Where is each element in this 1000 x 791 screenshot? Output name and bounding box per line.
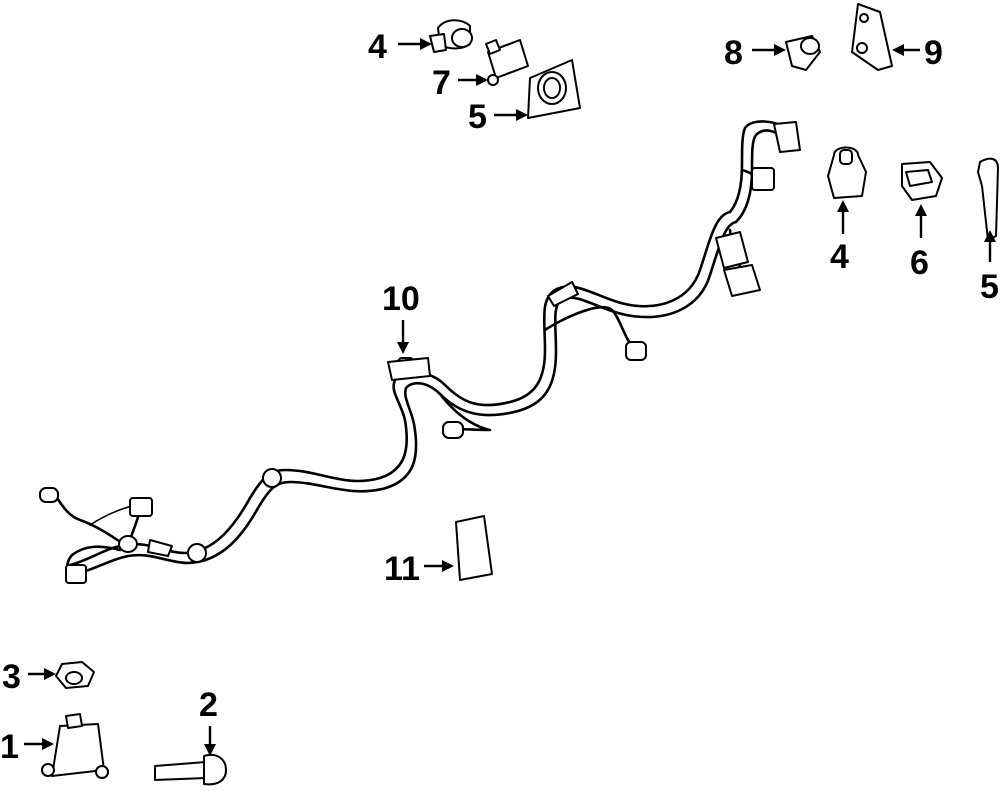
callout-3: 3 xyxy=(2,658,21,696)
sensor-bracket xyxy=(485,39,529,86)
label-11 xyxy=(455,515,493,581)
callout-5-top: 5 xyxy=(468,98,487,136)
wiring-harness xyxy=(39,120,801,584)
parking-sensor-top xyxy=(429,19,473,53)
bracket-9 xyxy=(851,3,893,71)
sensor-retainer-top xyxy=(527,59,581,119)
callout-5-right: 5 xyxy=(980,268,999,306)
parking-sensor-8 xyxy=(785,35,821,71)
callout-1: 1 xyxy=(0,728,19,766)
bolt-2 xyxy=(154,754,227,786)
nut-3 xyxy=(55,661,95,689)
sensor-housing-6 xyxy=(901,161,943,201)
callout-11: 11 xyxy=(384,550,420,588)
callout-9: 9 xyxy=(924,34,943,72)
callout-4-top: 4 xyxy=(368,28,387,66)
control-module-1 xyxy=(41,713,109,779)
callout-arrows xyxy=(24,38,996,756)
callout-4-right: 4 xyxy=(830,238,849,276)
callout-2: 2 xyxy=(199,686,218,724)
callout-8: 8 xyxy=(724,34,743,72)
callout-7: 7 xyxy=(432,64,451,102)
sensor-retainer-right xyxy=(977,157,999,241)
callout-6: 6 xyxy=(910,244,929,282)
callout-10: 10 xyxy=(382,280,420,318)
parking-sensor-right xyxy=(827,146,867,199)
